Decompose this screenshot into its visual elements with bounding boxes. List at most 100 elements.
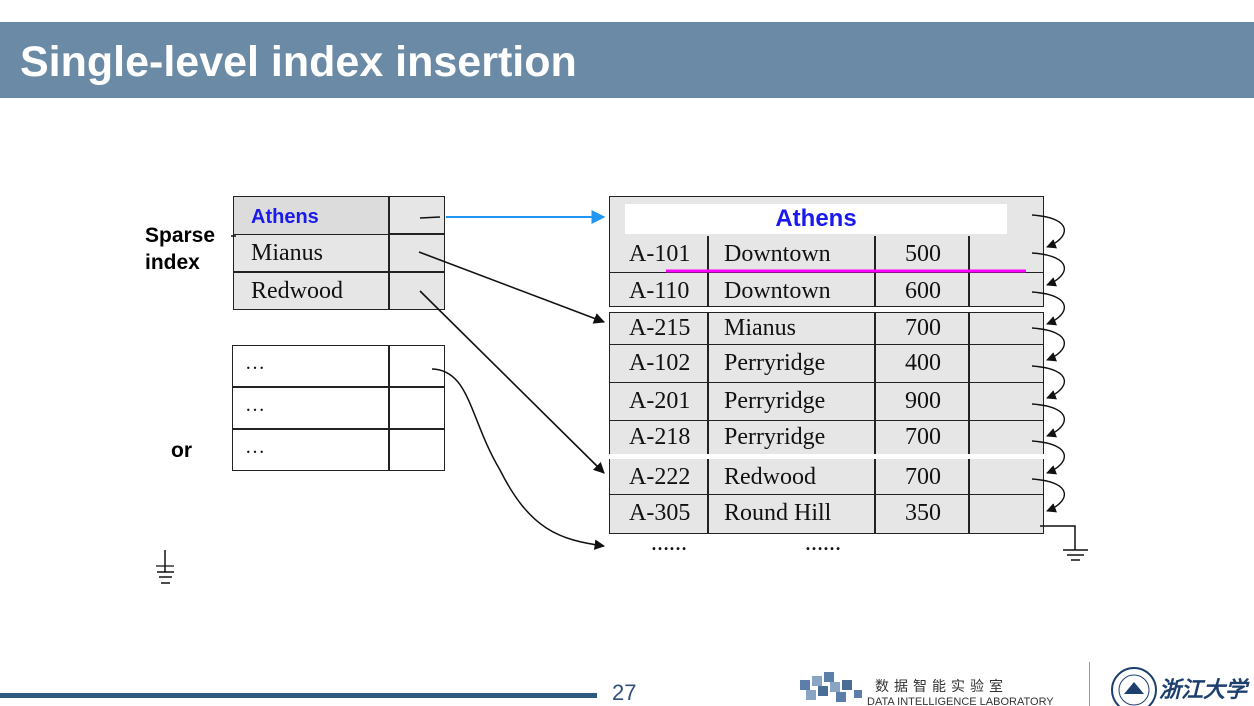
column-divider bbox=[874, 313, 876, 344]
column-divider bbox=[968, 459, 970, 494]
index-key: Mianus bbox=[251, 240, 323, 266]
record-row: A-305 Round Hill 350 bbox=[609, 495, 1044, 534]
record-account: A-215 bbox=[629, 315, 691, 341]
record-row: A-201 Perryridge 900 bbox=[609, 383, 1044, 421]
block-gap bbox=[609, 307, 1044, 312]
continuation-dots-right: …… bbox=[805, 534, 841, 554]
column-divider bbox=[707, 273, 709, 306]
column-divider bbox=[707, 236, 709, 272]
column-divider bbox=[968, 313, 970, 344]
record-account: A-102 bbox=[629, 350, 691, 376]
record-branch: Perryridge bbox=[724, 350, 826, 376]
index-entry-athens: Athens bbox=[233, 196, 445, 239]
record-branch: Round Hill bbox=[724, 500, 832, 526]
column-divider bbox=[707, 383, 709, 420]
new-record-text: Athens bbox=[775, 205, 857, 232]
record-branch: Redwood bbox=[724, 464, 816, 490]
record-balance: 600 bbox=[905, 278, 941, 304]
logo-separator bbox=[1089, 662, 1090, 706]
sparse-index-table: Athens Mianus Redwood bbox=[233, 196, 445, 311]
alt-index-pointer-arrow bbox=[431, 368, 606, 550]
index-pointer-arrow bbox=[418, 251, 606, 324]
slide-number: 27 bbox=[612, 680, 637, 705]
alt-index-row: … bbox=[232, 387, 445, 429]
column-divider bbox=[874, 273, 876, 306]
record-balance: 500 bbox=[905, 241, 941, 267]
record-balance: 400 bbox=[905, 350, 941, 376]
record-row: A-110 Downtown 600 bbox=[609, 273, 1044, 307]
column-divider bbox=[968, 236, 970, 272]
alt-index-row: … bbox=[232, 345, 445, 387]
new-record: Athens bbox=[625, 204, 1007, 234]
record-account: A-201 bbox=[629, 388, 691, 414]
record-balance: 350 bbox=[905, 500, 941, 526]
index-divider bbox=[388, 273, 390, 309]
lab-name-cn: 数据智能实验室 bbox=[875, 679, 1008, 695]
record-account: A-305 bbox=[629, 500, 691, 526]
record-account: A-101 bbox=[629, 241, 691, 267]
footer-rule bbox=[0, 693, 597, 698]
column-divider bbox=[874, 236, 876, 272]
or-label: or bbox=[171, 439, 192, 462]
university-seal-icon bbox=[1111, 667, 1157, 706]
index-entry-redwood: Redwood bbox=[233, 272, 445, 310]
column-divider bbox=[707, 459, 709, 494]
sparse-index-label-line2: index bbox=[145, 251, 200, 274]
column-divider bbox=[874, 495, 876, 533]
alt-index-ellipsis: … bbox=[245, 394, 265, 416]
column-divider bbox=[968, 495, 970, 533]
index-divider bbox=[388, 197, 390, 233]
index-pointer-arrow bbox=[419, 290, 605, 474]
record-row: A-102 Perryridge 400 bbox=[609, 345, 1044, 383]
column-divider bbox=[968, 345, 970, 382]
record-branch: Perryridge bbox=[724, 388, 826, 414]
null-pointer-ground bbox=[1040, 525, 1088, 561]
index-divider bbox=[388, 235, 390, 271]
insert-pointer-arrow bbox=[419, 210, 606, 224]
title-bar bbox=[0, 22, 1254, 98]
column-divider bbox=[707, 495, 709, 533]
alt-index-divider bbox=[388, 430, 390, 470]
record-balance: 700 bbox=[905, 464, 941, 490]
sparse-index-label: Sparse index bbox=[145, 222, 215, 276]
null-pointer-ground-left bbox=[156, 550, 174, 584]
alt-index-ellipsis: … bbox=[245, 436, 265, 458]
footer-logos: 数据智能实验室 DATA INTELLIGENCE LABORATORY 浙江大… bbox=[795, 662, 1254, 706]
column-divider bbox=[874, 421, 876, 454]
index-key-new: Athens bbox=[251, 206, 319, 228]
column-divider bbox=[874, 383, 876, 420]
record-row: A-222 Redwood 700 bbox=[609, 459, 1044, 495]
new-entry-highlight bbox=[234, 197, 388, 239]
index-key: Redwood bbox=[251, 278, 343, 304]
lab-name-en: DATA INTELLIGENCE LABORATORY bbox=[867, 696, 1054, 706]
data-file: Athens A-101 Downtown 500 A-110 Downtown… bbox=[609, 196, 1044, 534]
continuation-dots-left: …… bbox=[651, 534, 687, 554]
alt-index-row: … bbox=[232, 429, 445, 471]
record-account: A-110 bbox=[629, 278, 690, 304]
column-divider bbox=[968, 273, 970, 306]
alternative-index-table: … … … bbox=[232, 345, 445, 471]
record-row: A-215 Mianus 700 bbox=[609, 312, 1044, 345]
column-divider bbox=[874, 345, 876, 382]
record-balance: 700 bbox=[905, 424, 941, 450]
university-name-cn: 浙江大学 bbox=[1159, 677, 1248, 703]
index-entry-mianus: Mianus bbox=[233, 234, 445, 272]
record-branch: Perryridge bbox=[724, 424, 826, 450]
alt-index-ellipsis: … bbox=[245, 352, 265, 374]
record-account: A-218 bbox=[629, 424, 691, 450]
lab-logo-icon bbox=[800, 672, 862, 702]
column-divider bbox=[968, 421, 970, 454]
record-branch: Downtown bbox=[724, 241, 831, 267]
record-balance: 700 bbox=[905, 315, 941, 341]
record-row: A-218 Perryridge 700 bbox=[609, 421, 1044, 454]
record-branch: Downtown bbox=[724, 278, 831, 304]
record-balance: 900 bbox=[905, 388, 941, 414]
record-account: A-222 bbox=[629, 464, 691, 490]
column-divider bbox=[874, 459, 876, 494]
record-branch: Mianus bbox=[724, 315, 796, 341]
column-divider bbox=[707, 421, 709, 454]
alt-index-divider bbox=[388, 388, 390, 428]
column-divider bbox=[707, 313, 709, 344]
slide-title: Single-level index insertion bbox=[20, 38, 577, 86]
column-divider bbox=[707, 345, 709, 382]
